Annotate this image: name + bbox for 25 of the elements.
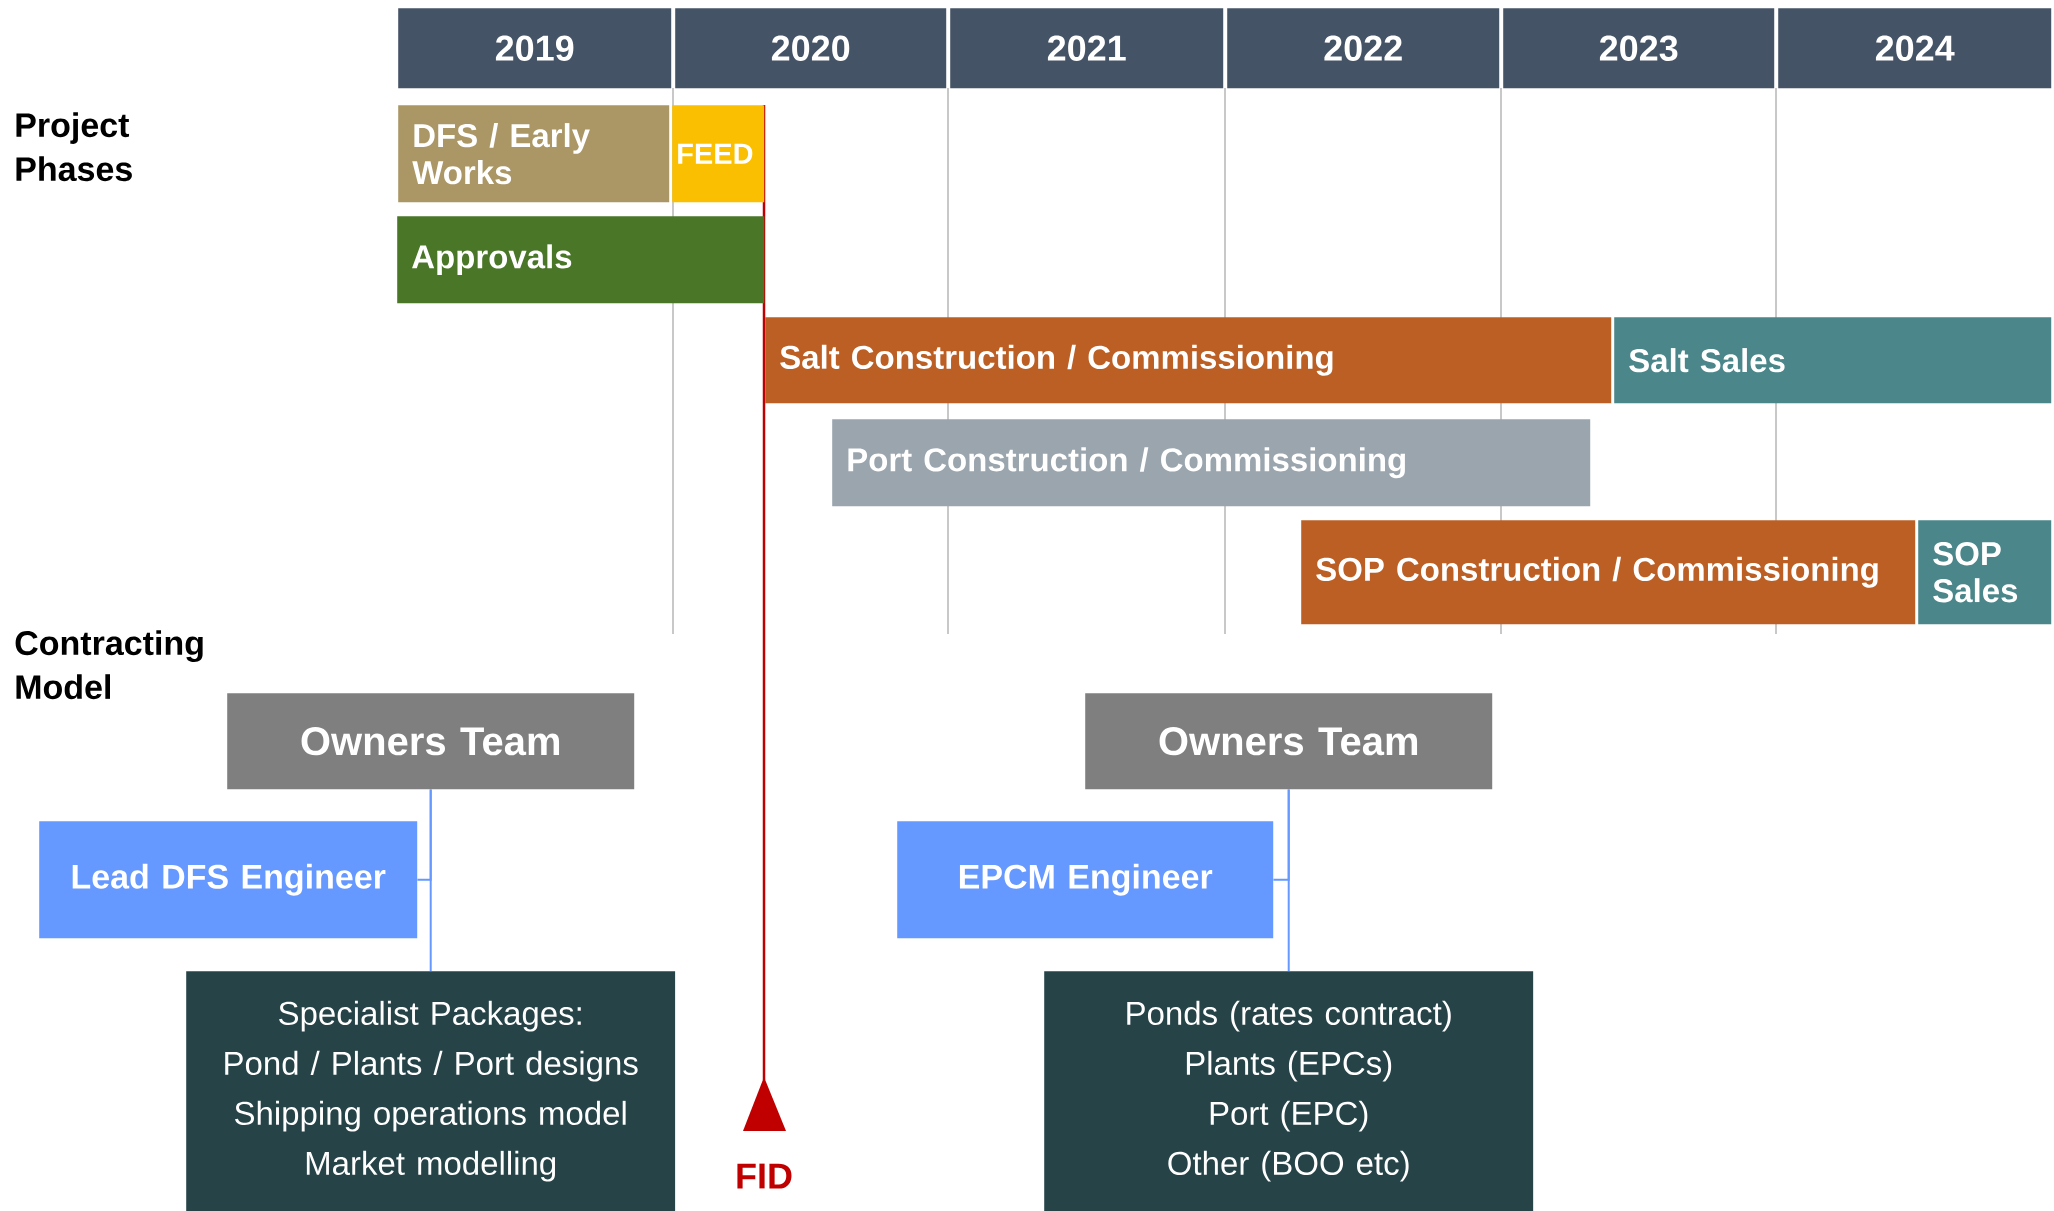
package-box: Specialist Packages: Pond / Plants / Port designs Shipping operations model Market modelling xyxy=(186,971,676,1211)
connector-line xyxy=(429,788,432,972)
year-header: 2024 xyxy=(1778,8,2052,89)
package-box: Ponds (rates contract) Plants (EPCs) Port (EPC) Other (BOO etc) xyxy=(1044,971,1534,1211)
phase-bar: SOP Construction / Commissioning xyxy=(1301,520,1916,625)
phase-bar: DFS / Early Works xyxy=(398,105,670,203)
phase-bar: FEED xyxy=(672,105,765,203)
phase-bar: Approvals xyxy=(397,216,765,304)
milestone-label: FID xyxy=(737,1163,792,1189)
engineer-box: Lead DFS Engineer xyxy=(39,821,418,939)
team-box: Owners Team xyxy=(1085,693,1493,790)
year-header: 2023 xyxy=(1503,8,1775,89)
year-header: 2021 xyxy=(950,8,1224,89)
phase-bar: Salt Sales xyxy=(1614,317,2052,404)
year-header: 2022 xyxy=(1227,8,1500,89)
team-box: Owners Team xyxy=(227,693,635,790)
phase-bar: SOP Sales xyxy=(1918,520,2052,625)
connector-line xyxy=(1287,788,1290,972)
engineer-box: EPCM Engineer xyxy=(897,821,1274,939)
phase-bar: Port Construction / Commissioning xyxy=(832,419,1591,507)
year-header: 2019 xyxy=(398,8,672,89)
row-label: Project Phases xyxy=(16,112,132,182)
phase-bar: Salt Construction / Commissioning xyxy=(765,317,1612,404)
row-label: Contracting Model xyxy=(15,630,203,700)
year-header: 2020 xyxy=(675,8,947,89)
